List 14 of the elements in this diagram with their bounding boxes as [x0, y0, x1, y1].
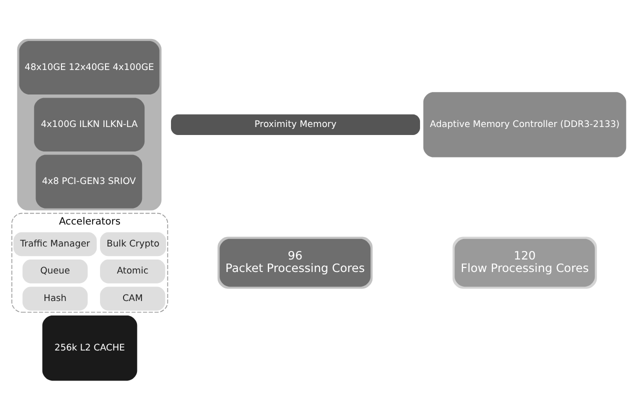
node-box: Proximity Memory: [170, 114, 420, 134]
node-box: Hash: [22, 286, 88, 310]
node-box: CAM: [100, 286, 166, 310]
node-box: 256k L2 CACHE: [42, 315, 138, 380]
node-box: 96 Packet Processing Cores: [220, 238, 371, 286]
node-box: Traffic Manager: [13, 232, 97, 256]
node-box: Atomic: [100, 258, 166, 283]
node-box: Adaptive Memory Controller (DDR3-2133): [423, 92, 626, 157]
node-box: 48x10GE 12x40GE 4x100GE: [19, 40, 160, 94]
node-box: 4x8 PCI-GEN3 SRIOV: [36, 154, 142, 208]
node-box: 4x100G ILKN ILKN-LA: [34, 97, 145, 151]
node-box: 120 Flow Processing Cores: [454, 238, 595, 286]
node-box: Queue: [22, 258, 88, 283]
node-box: Bulk Crypto: [100, 232, 166, 256]
